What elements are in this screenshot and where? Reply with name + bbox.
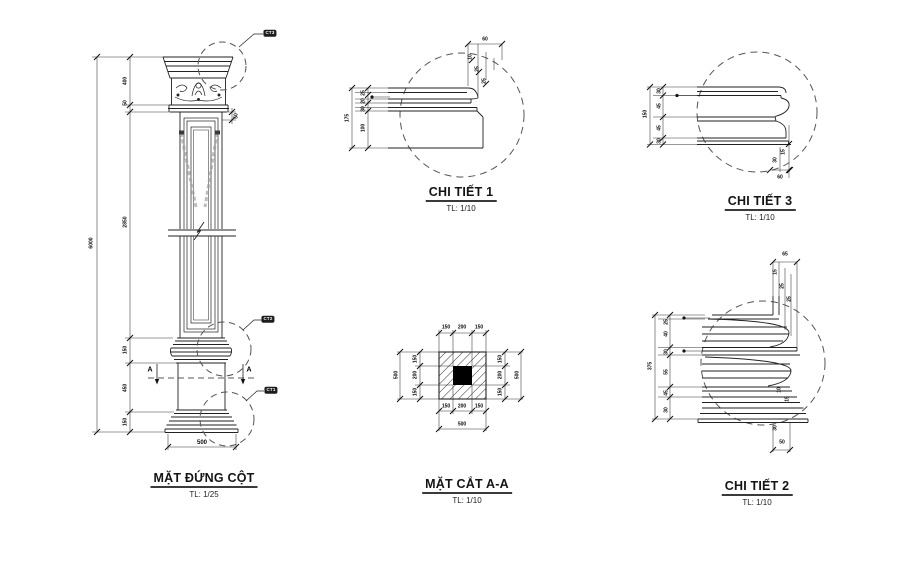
dimension-label: 150 — [441, 403, 451, 410]
view-title-elevation: MẶT ĐỨNG CỘT TL: 1/25 — [150, 469, 258, 499]
dimension-label: 25 — [474, 66, 481, 72]
view-title-text: MẶT ĐỨNG CỘT — [150, 471, 258, 488]
dimension-label: 150 — [412, 387, 419, 397]
dimension-label: 500 — [196, 440, 208, 446]
dimension-label: 150 — [441, 324, 451, 331]
section-view — [396, 329, 525, 433]
dimension-label: 15 — [784, 396, 791, 402]
dimension-label: 30 — [663, 407, 670, 413]
dimension-label: 25 — [779, 283, 786, 289]
dimension-label: 30 — [656, 88, 663, 94]
dimension-label: 150 — [412, 354, 419, 364]
dimension-label: 30 — [663, 349, 670, 355]
dimension-label: 200 — [412, 370, 419, 380]
dimension-label: 45 — [656, 103, 663, 109]
dimension-label: 50 — [233, 113, 240, 119]
detail-callout-label: CT1 — [264, 386, 278, 394]
dimension-label: 100 — [360, 123, 367, 133]
detail-callout-label: CT3 — [263, 29, 277, 37]
dimension-label: 175 — [344, 113, 351, 123]
dimension-label: 150 — [122, 345, 129, 355]
dimension-label: 10 — [776, 387, 783, 393]
view-title-text: CHI TIẾT 3 — [724, 194, 796, 211]
dimension-label: 40 — [663, 331, 670, 337]
view-title-detail1: CHI TIẾT 1 TL: 1/10 — [425, 183, 497, 213]
section-marker: A — [147, 366, 153, 374]
dimension-label: 30 — [772, 425, 779, 431]
dimension-label: 400 — [122, 76, 129, 86]
detail2-view — [651, 258, 826, 454]
dimension-label: 20 — [360, 98, 367, 104]
dimension-label: 30 — [360, 106, 367, 112]
dimension-label: 500 — [514, 370, 521, 380]
view-scale-text: TL: 1/10 — [446, 203, 476, 213]
dimension-label: 25 — [481, 78, 488, 84]
elevation-view — [92, 33, 264, 451]
dimension-label: 150 — [497, 354, 504, 364]
dimension-label: 45 — [663, 390, 670, 396]
dimension-label: 150 — [122, 417, 129, 427]
dimension-label: 50 — [122, 100, 129, 106]
view-title-detail2: CHI TIẾT 2 TL: 1/10 — [721, 477, 793, 507]
dimension-label: 25 — [360, 90, 367, 96]
detail-callout-label: CT2 — [261, 315, 275, 323]
detail1-view — [348, 40, 525, 178]
dimension-label: 25 — [786, 296, 793, 302]
view-title-detail3: CHI TIẾT 3 TL: 1/10 — [724, 192, 796, 222]
dimension-label: 200 — [457, 403, 467, 410]
dimension-label: 200 — [457, 324, 467, 331]
dimension-label: 200 — [497, 370, 504, 380]
dimension-label: 375 — [647, 361, 654, 371]
view-title-text: CHI TIẾT 1 — [425, 185, 497, 202]
view-scale-text: TL: 1/10 — [745, 212, 775, 222]
dimension-label: 450 — [122, 383, 129, 393]
dimension-label: 60 — [482, 36, 488, 43]
dimension-label: 150 — [474, 403, 484, 410]
view-title-text: MẶT CẮT A-A — [422, 477, 512, 494]
dimension-label: 150 — [642, 109, 649, 119]
dimension-label: 500 — [393, 370, 400, 380]
view-scale-text: TL: 1/10 — [452, 495, 482, 505]
view-title-text: CHI TIẾT 2 — [721, 479, 793, 496]
view-scale-text: TL: 1/25 — [189, 489, 219, 499]
dimension-label: 15 — [780, 149, 787, 155]
view-scale-text: TL: 1/10 — [742, 497, 772, 507]
dimension-label: 25 — [663, 319, 670, 325]
dimension-label: 6000 — [88, 237, 95, 249]
dimension-label: 2850 — [122, 216, 129, 228]
view-title-section: MẶT CẮT A-A TL: 1/10 — [422, 475, 512, 505]
dimension-label: 60 — [777, 174, 783, 181]
dimension-label: 30 — [656, 138, 663, 144]
detail3-view — [646, 51, 818, 178]
dimension-label: 55 — [663, 369, 670, 375]
dimension-label: 150 — [497, 387, 504, 397]
section-marker: A — [246, 366, 252, 374]
dimension-label: 30 — [772, 157, 779, 163]
dimension-label: 65 — [782, 251, 788, 258]
dimension-label: 10 — [467, 54, 474, 60]
dimension-label: 50 — [779, 439, 785, 446]
dimension-label: 15 — [772, 269, 779, 275]
dimension-label: 500 — [457, 421, 467, 428]
dimension-label: 150 — [474, 324, 484, 331]
dimension-label: 45 — [656, 125, 663, 131]
